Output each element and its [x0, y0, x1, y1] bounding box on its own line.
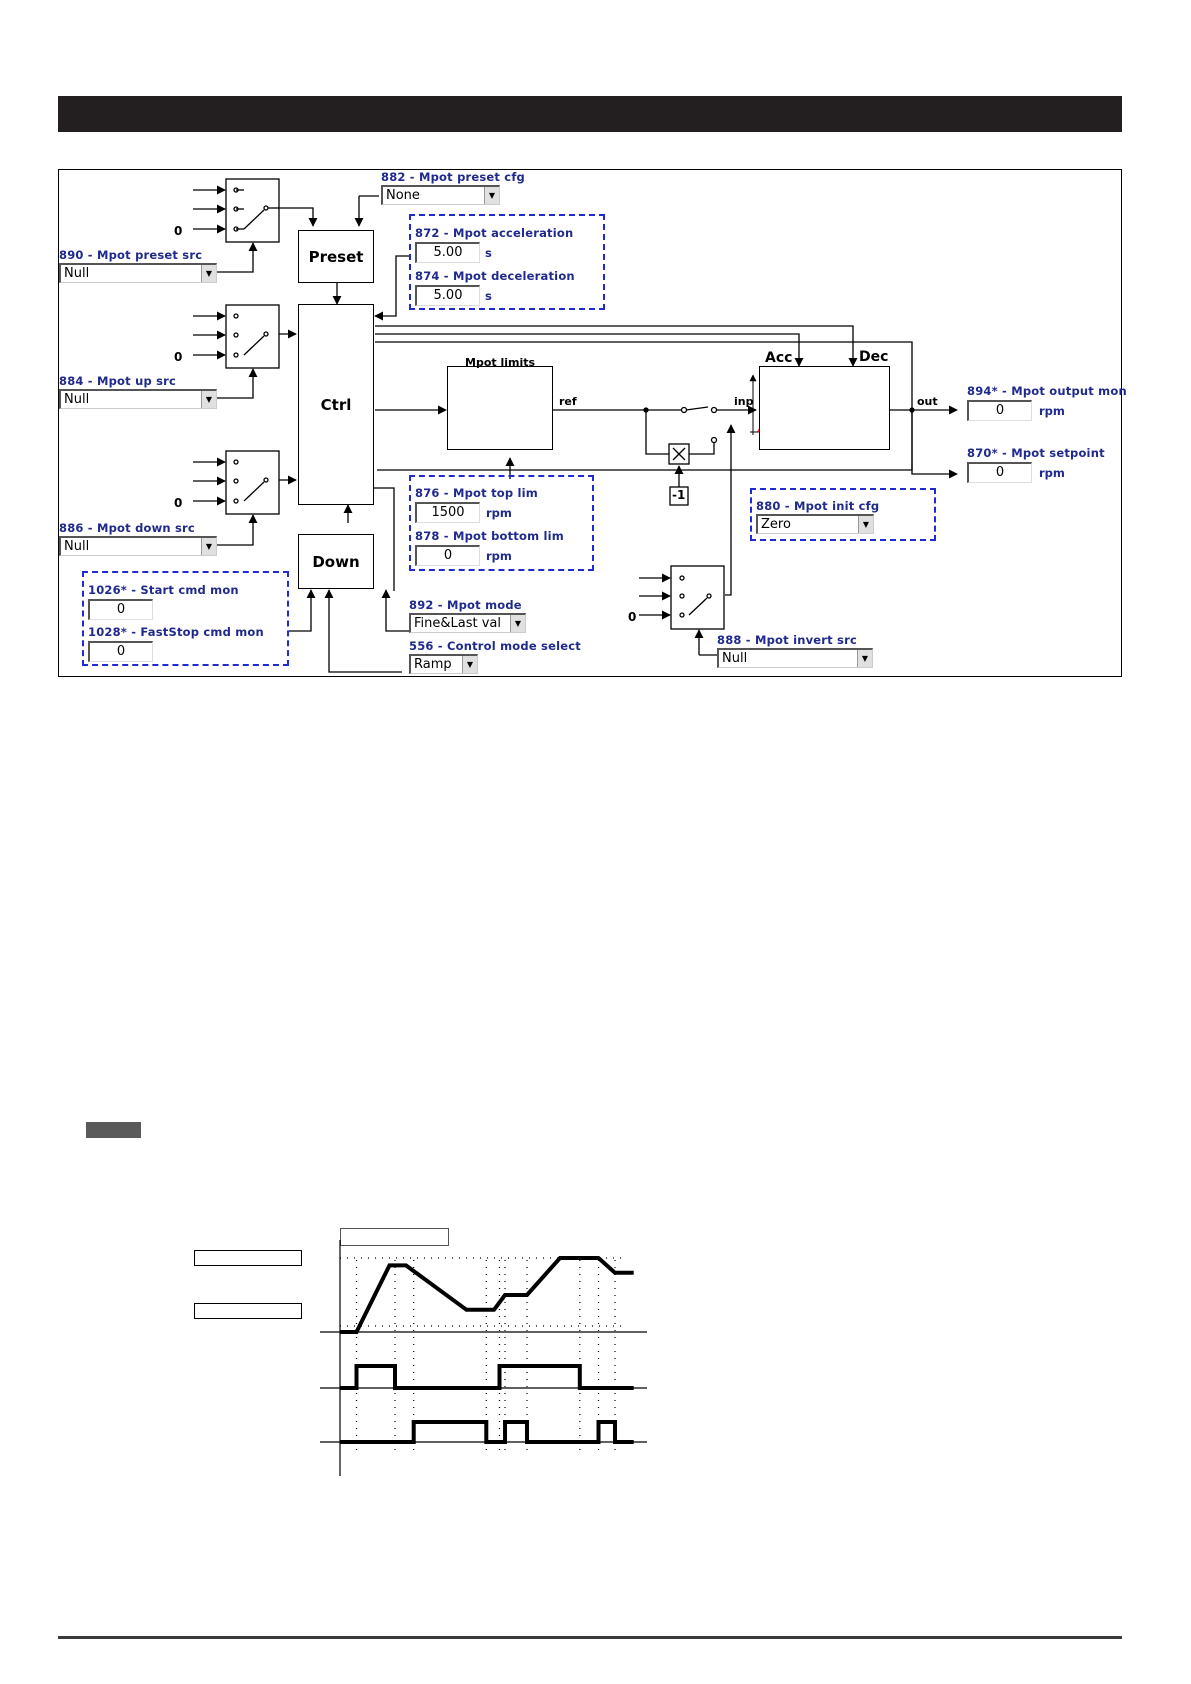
waveform-down — [340, 1420, 634, 1444]
limits-group — [409, 475, 594, 571]
mpot-limits-block — [447, 366, 553, 450]
p894-label: 894* - Mpot output mon — [967, 384, 1127, 398]
chevron-down-icon[interactable]: ▼ — [484, 187, 499, 204]
p876-value[interactable]: 1500 — [415, 502, 480, 523]
p876-unit: rpm — [486, 506, 512, 520]
p888-label: 888 - Mpot invert src — [717, 633, 857, 647]
p888-value: Null — [722, 651, 748, 666]
switch1-zero: 0 — [174, 224, 183, 238]
p890-dropdown[interactable]: Null ▼ — [59, 263, 217, 283]
p880-value: Zero — [761, 517, 791, 532]
p892-label: 892 - Mpot mode — [409, 598, 522, 612]
timing-label-box-2 — [194, 1303, 302, 1319]
chevron-down-icon[interactable]: ▼ — [201, 538, 216, 555]
section-header-bar — [58, 96, 1122, 132]
p876-label: 876 - Mpot top lim — [415, 486, 538, 500]
p878-unit: rpm — [486, 549, 512, 563]
p888-dropdown[interactable]: Null ▼ — [717, 648, 873, 668]
start-stop-group — [82, 571, 289, 666]
p1026-value[interactable]: 0 — [88, 599, 153, 620]
chevron-down-icon[interactable]: ▼ — [201, 265, 216, 282]
chevron-down-icon[interactable]: ▼ — [201, 391, 216, 408]
init-cfg-group — [750, 488, 936, 541]
p884-label: 884 - Mpot up src — [59, 374, 177, 388]
out-label: out — [917, 395, 938, 408]
p1028-label: 1028* - FastStop cmd mon — [88, 625, 264, 639]
p556-dropdown[interactable]: Ramp ▼ — [409, 654, 478, 674]
p880-label: 880 - Mpot init cfg — [756, 499, 880, 513]
p882-value: None — [386, 188, 420, 203]
switch4-zero: 0 — [628, 610, 637, 624]
p890-value: Null — [64, 266, 90, 281]
inp-label: inp — [734, 395, 754, 408]
p892-value: Fine&Last val — [414, 616, 502, 631]
p894-unit: rpm — [1039, 404, 1065, 418]
p884-value: Null — [64, 392, 90, 407]
mpot-limits-title: Mpot limits — [465, 356, 536, 369]
ctrl-block: Ctrl — [298, 304, 374, 505]
down-block: Down — [298, 534, 374, 589]
chevron-down-icon[interactable]: ▼ — [510, 615, 525, 632]
p878-value[interactable]: 0 — [415, 545, 480, 566]
p882-label: 882 - Mpot preset cfg — [381, 170, 525, 184]
section-marker — [86, 1122, 141, 1138]
chevron-down-icon[interactable]: ▼ — [462, 656, 477, 673]
p872-label: 872 - Mpot acceleration — [415, 226, 574, 240]
p870-label: 870* - Mpot setpoint — [967, 446, 1105, 460]
chevron-down-icon[interactable]: ▼ — [858, 516, 873, 533]
p872-value[interactable]: 5.00 — [415, 242, 480, 263]
ramp-block — [759, 366, 890, 450]
dec-label: Dec — [859, 349, 889, 365]
p886-value: Null — [64, 539, 90, 554]
p874-label: 874 - Mpot deceleration — [415, 269, 575, 283]
p1026-label: 1026* - Start cmd mon — [88, 583, 239, 597]
p872-unit: s — [485, 246, 492, 260]
timing-diagram — [320, 1240, 647, 1476]
p884-dropdown[interactable]: Null ▼ — [59, 389, 217, 409]
switch3-zero: 0 — [174, 496, 183, 510]
minus-one-label: -1 — [672, 488, 686, 502]
ref-label: ref — [559, 395, 577, 408]
p874-value[interactable]: 5.00 — [415, 285, 480, 306]
p870-unit: rpm — [1039, 466, 1065, 480]
timing-title-box — [340, 1228, 449, 1246]
chevron-down-icon[interactable]: ▼ — [857, 650, 872, 667]
p556-label: 556 - Control mode select — [409, 639, 581, 653]
p874-unit: s — [485, 289, 492, 303]
preset-block: Preset — [298, 230, 374, 283]
accel-decel-group — [409, 214, 605, 310]
mpot-block-diagram: 0 0 0 0 Preset Ctrl Down Mpot limits Acc… — [58, 169, 1127, 677]
p890-label: 890 - Mpot preset src — [59, 248, 203, 262]
switch2-zero: 0 — [174, 350, 183, 364]
p886-dropdown[interactable]: Null ▼ — [59, 536, 217, 556]
p878-label: 878 - Mpot bottom lim — [415, 529, 564, 543]
acc-label: Acc — [765, 350, 793, 366]
waveform-speed — [340, 1256, 634, 1334]
p1028-value[interactable]: 0 — [88, 641, 153, 662]
p870-value[interactable]: 0 — [967, 462, 1032, 483]
p882-dropdown[interactable]: None ▼ — [381, 185, 500, 205]
timing-label-box-1 — [194, 1250, 302, 1266]
p880-dropdown[interactable]: Zero ▼ — [756, 514, 874, 534]
waveform-up — [340, 1364, 634, 1390]
footer-rule — [58, 1636, 1122, 1639]
p894-value[interactable]: 0 — [967, 400, 1032, 421]
p556-value: Ramp — [414, 657, 452, 672]
p892-dropdown[interactable]: Fine&Last val ▼ — [409, 613, 526, 633]
p886-label: 886 - Mpot down src — [59, 521, 195, 535]
